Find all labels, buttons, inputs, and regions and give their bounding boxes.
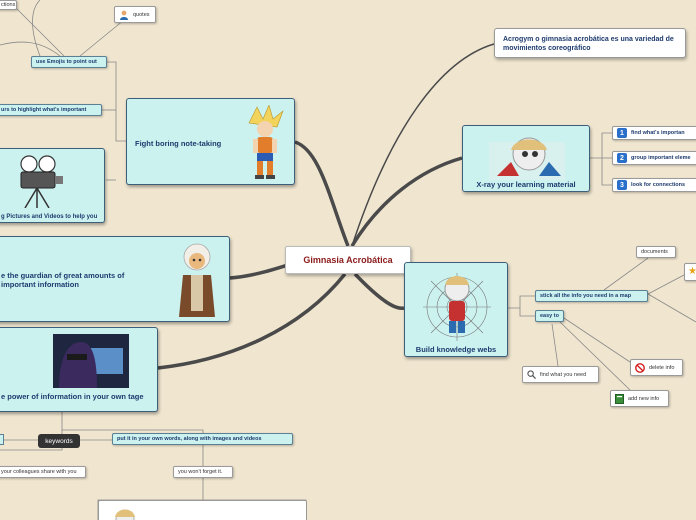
power-title: e power of information in your own tage: [1, 392, 151, 401]
center-topic[interactable]: Gimnasia Acrobática: [285, 246, 411, 274]
colours-node[interactable]: urs to highlight what's important: [0, 104, 102, 116]
star-node[interactable]: ★: [684, 263, 696, 281]
actions-node[interactable]: ctions: [0, 0, 17, 10]
number-2-icon: 2: [617, 153, 627, 163]
emoji-label: use Emojis to point out: [36, 59, 97, 65]
offscreen-left-node[interactable]: [0, 434, 4, 445]
star-icon: ★: [688, 267, 696, 277]
keywords-node[interactable]: keywords: [38, 434, 80, 448]
hacker-character-illustration: [53, 334, 129, 388]
magnifier-icon: [527, 370, 536, 379]
stick-info-node[interactable]: stick all the info you need in a map: [535, 290, 648, 302]
easy-to-label: easy to: [540, 313, 559, 319]
forget-node[interactable]: you won't forget it.: [173, 466, 233, 478]
number-3-icon: 3: [617, 180, 627, 190]
xray-item-2[interactable]: 2 group important eleme: [612, 151, 696, 165]
easy-to-node[interactable]: easy to: [535, 310, 564, 322]
pictures-label: g Pictures and Videos to help you: [1, 213, 97, 222]
acronym-note[interactable]: Acrogym o gimnasia acrobática es una var…: [494, 28, 686, 58]
build-title: Build knowledge webs: [405, 345, 507, 354]
xray-item-2-label: group important eleme: [631, 155, 691, 161]
film-camera-icon: [15, 154, 65, 208]
delete-info-node[interactable]: delete info: [630, 359, 683, 376]
notebook-icon: [615, 394, 624, 404]
quotes-label: quotes: [133, 12, 150, 18]
colleagues-node[interactable]: your colleagues share with you: [0, 466, 86, 478]
find-what-label: find what you need: [540, 372, 586, 378]
jedi-character-illustration: [175, 241, 219, 319]
guardian-title: e the guardian of great amounts of impor…: [1, 271, 147, 289]
documents-label: documents: [641, 249, 668, 255]
actions-label: ctions: [1, 2, 15, 8]
fighter-character-illustration: [239, 105, 289, 181]
fight-title: Fight boring note-taking: [135, 139, 221, 148]
acronym-text: Acrogym o gimnasia acrobática es una var…: [503, 36, 679, 53]
colleagues-label: your colleagues share with you: [1, 469, 77, 475]
delete-info-label: delete info: [649, 365, 674, 371]
own-words-label: put it in your own words, along with ima…: [117, 436, 262, 442]
xray-item-3[interactable]: 3 look for connections: [612, 178, 696, 192]
xray-node[interactable]: X-ray your learning material: [462, 125, 590, 192]
pictures-node[interactable]: g Pictures and Videos to help you: [0, 148, 105, 223]
person-icon: [119, 10, 129, 20]
fight-node[interactable]: Fight boring note-taking: [126, 98, 295, 185]
xray-title: X-ray your learning material: [463, 180, 589, 189]
power-node[interactable]: e power of information in your own tage: [0, 327, 158, 412]
build-node[interactable]: Build knowledge webs: [404, 262, 508, 357]
forget-label: you won't forget it.: [178, 469, 222, 475]
own-words-node[interactable]: put it in your own words, along with ima…: [112, 433, 293, 445]
stick-info-label: stick all the info you need in a map: [540, 293, 631, 299]
xray-item-1[interactable]: 1 find what's importan: [612, 126, 696, 140]
find-what-node[interactable]: find what you need: [522, 366, 599, 383]
xray-character-illustration: [489, 132, 565, 180]
guardian-node[interactable]: e the guardian of great amounts of impor…: [0, 236, 230, 322]
center-title: Gimnasia Acrobática: [303, 255, 392, 265]
bottom-character-illustration: [109, 507, 141, 520]
bottom-partial-node[interactable]: [98, 500, 307, 520]
number-1-icon: 1: [617, 128, 627, 138]
emoji-node[interactable]: use Emojis to point out: [31, 56, 107, 68]
add-info-label: add new info: [628, 396, 659, 402]
no-entry-icon: [635, 363, 645, 373]
colours-label: urs to highlight what's important: [1, 107, 86, 113]
xray-item-1-label: find what's importan: [631, 130, 685, 136]
xray-item-3-label: look for connections: [631, 182, 685, 188]
add-info-node[interactable]: add new info: [610, 390, 669, 407]
keywords-label: keywords: [45, 438, 72, 445]
spider-web-character-illustration: [419, 267, 495, 341]
quotes-node[interactable]: quotes: [114, 6, 156, 23]
documents-node[interactable]: documents: [636, 246, 676, 258]
